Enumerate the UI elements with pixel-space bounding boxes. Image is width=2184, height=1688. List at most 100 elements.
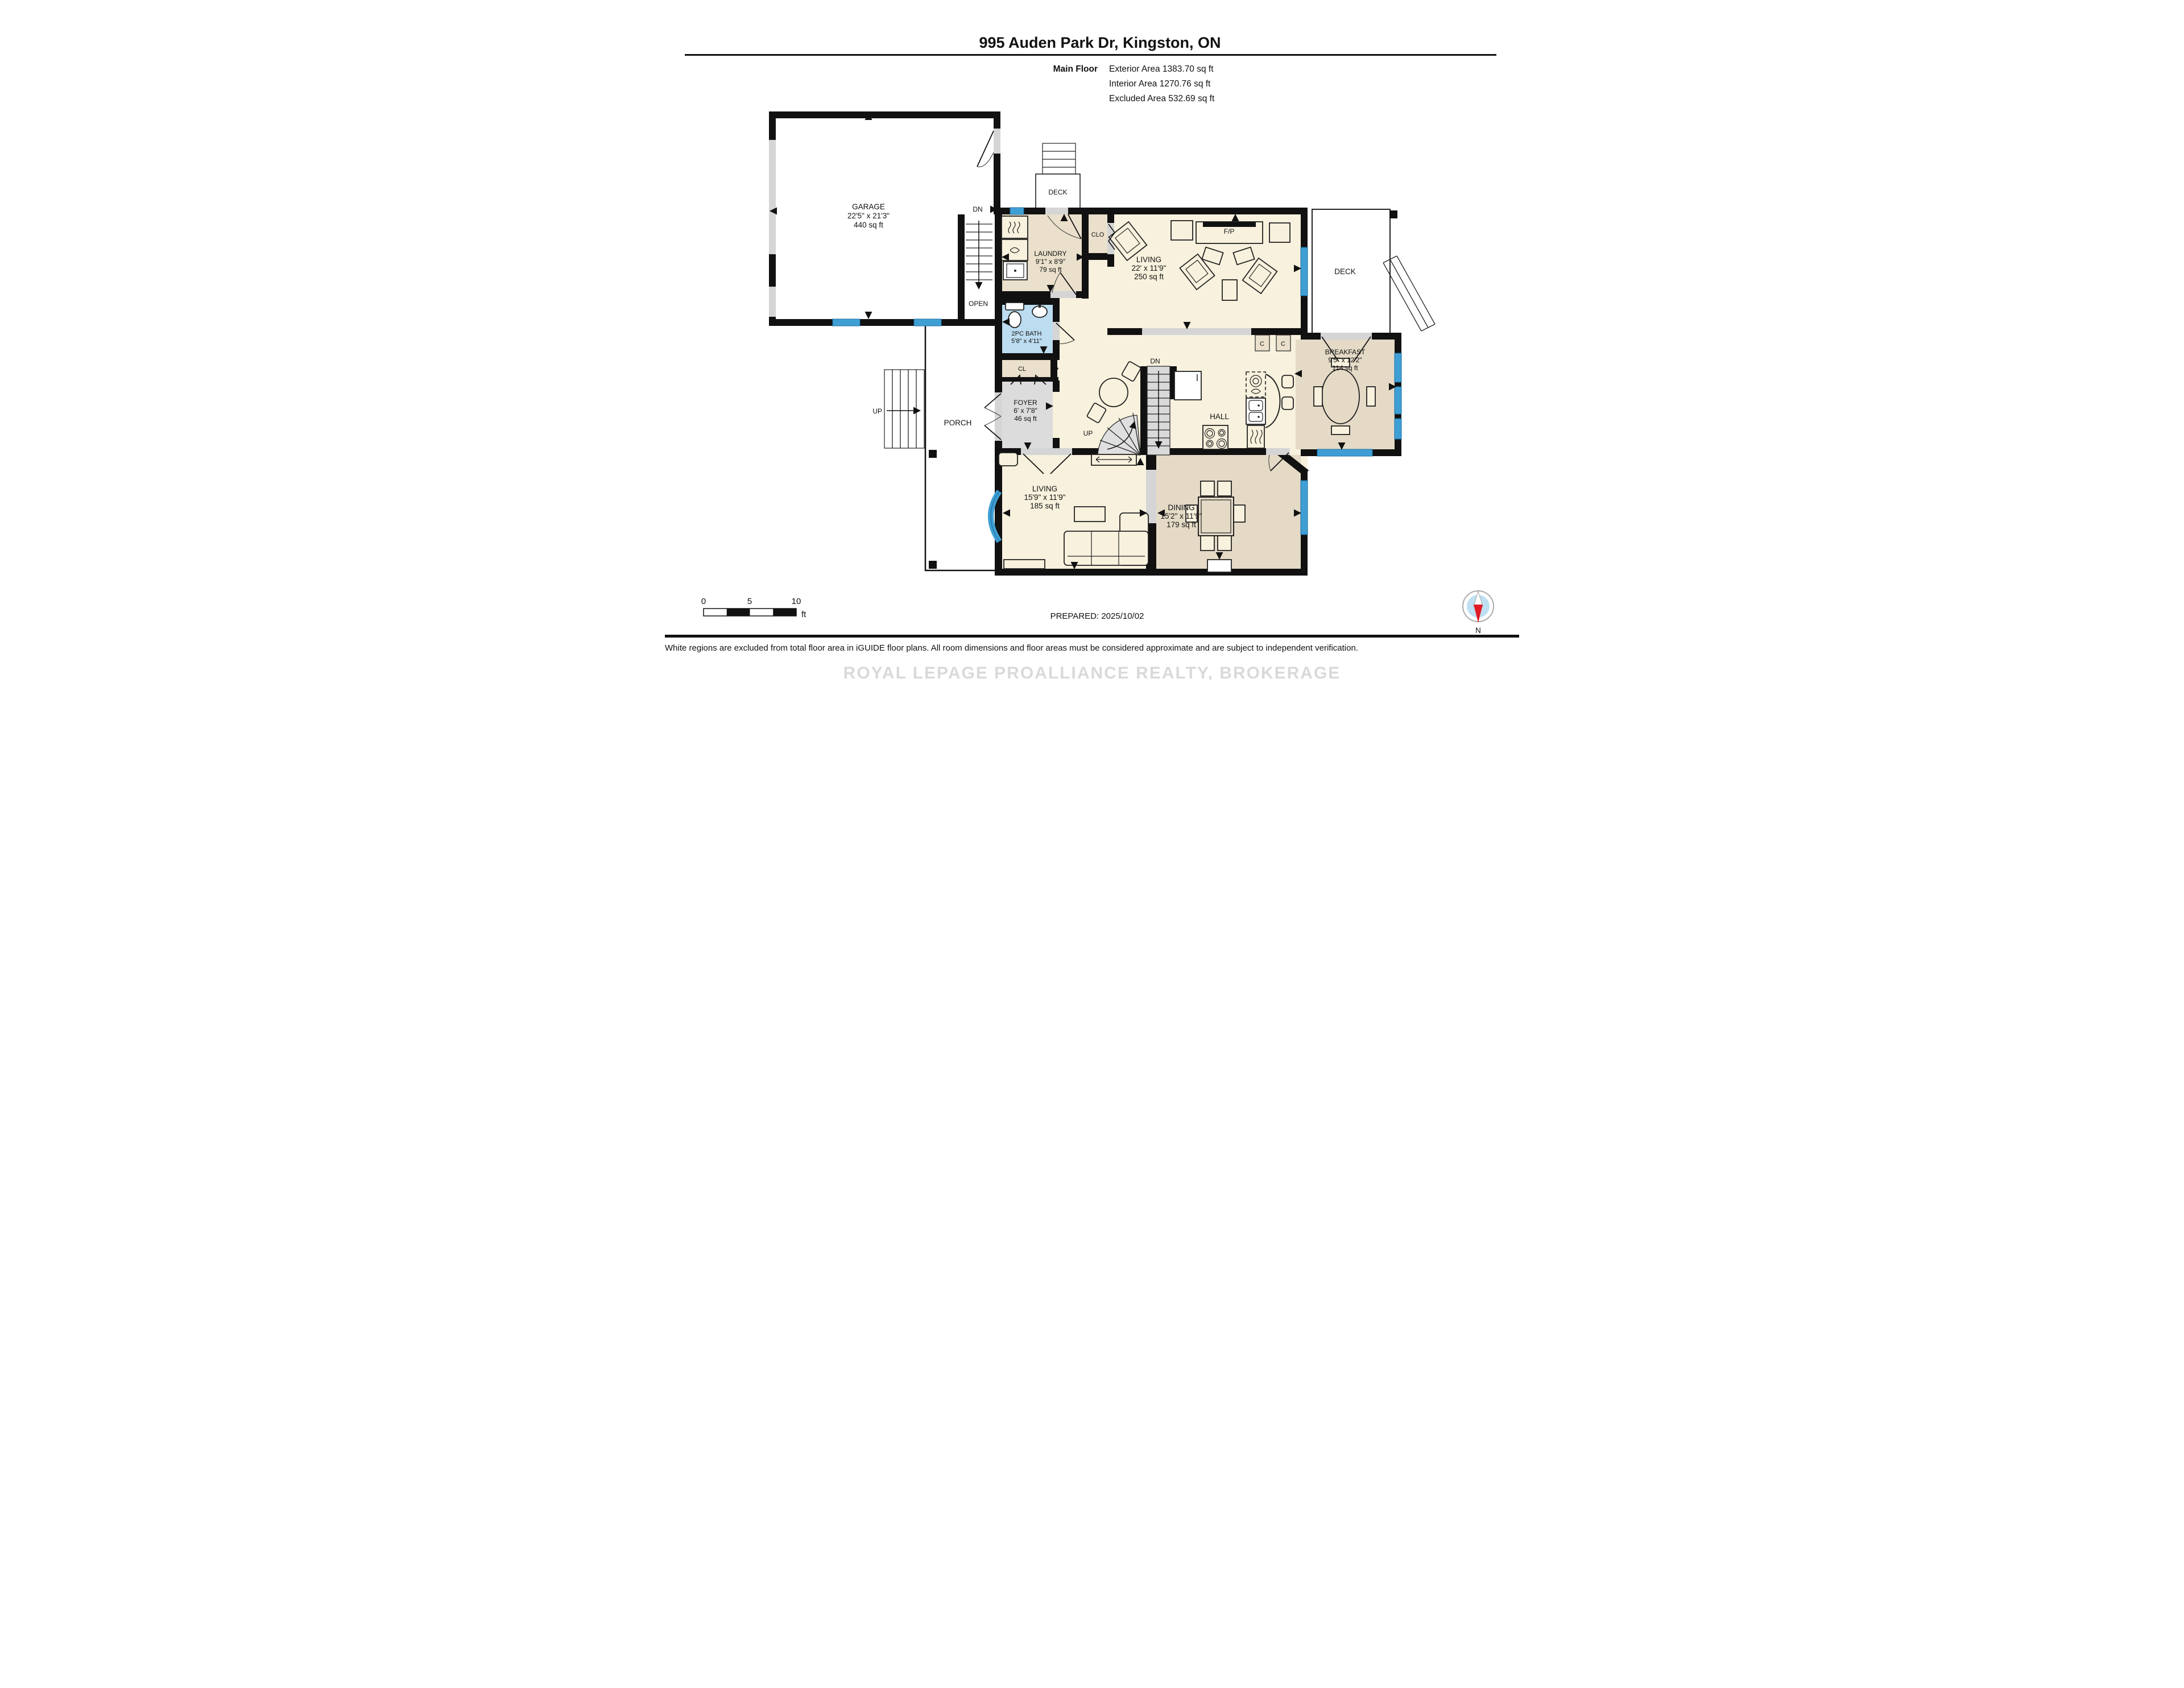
laundry-fixtures [1000,216,1028,280]
window-garage-1 [832,318,860,326]
page-title: 995 Auden Park Dr, Kingston, ON [979,34,1221,51]
dining-name: DINING [1168,503,1194,512]
breakfast-furniture [1313,358,1376,435]
living-bottom-furniture [998,452,1149,569]
bath-dims: 5'8" x 4'11" [1011,338,1041,345]
living-top-furniture [1107,220,1290,301]
floor-label: Main Floor [1053,64,1097,74]
hall-kitchen [1086,361,1294,450]
garage-door-left-1 [768,140,776,254]
header-divider [684,54,1496,56]
scale-unit: ft [801,610,806,619]
foyer-name: FOYER [1014,399,1037,407]
scale-bar: 0 5 10 ft [701,597,806,619]
stool-icon [1281,396,1294,410]
compass-north-label: N [1475,626,1481,635]
window-laundry [1010,207,1024,215]
garage-dims: 22'5" x 21'3" [847,212,889,220]
dining-dims: 15'2" x 11'9" [1160,512,1202,520]
porch: PORCH UP [872,326,996,572]
dining-furniture [1185,481,1246,573]
brokerage-watermark: ROYAL LEPAGE PROALLIANCE REALTY, BROKERA… [843,664,1341,680]
deck-post [1389,210,1397,218]
living-top-dims: 22' x 11'9" [1131,264,1166,272]
porch-post [928,561,937,569]
scale-0: 0 [701,597,705,606]
floor-plan-page: 995 Auden Park Dr, Kingston, ON Main Flo… [652,0,1532,680]
coffee-table [1221,279,1238,301]
porch-post [928,450,937,458]
side-table [1170,220,1193,241]
laundry-dims: 9'1" x 8'9" [1035,258,1065,266]
closet-cl-label: CL [1017,366,1025,373]
garage-name: GARAGE [852,202,885,211]
dining-cabinet [1206,559,1232,573]
foyer-area: 46 sq ft [1014,415,1037,423]
dining-area: 179 sq ft [1167,520,1196,529]
dishwasher-icon [1246,425,1265,449]
sofa [1063,531,1149,566]
dining-table-icon [1197,497,1234,536]
living-bottom-name: LIVING [1032,485,1057,493]
header: 995 Auden Park Dr, Kingston, ON Main Flo… [684,34,1496,104]
porch-label: PORCH [944,419,971,427]
foyer-floor [1000,380,1053,448]
armchair-icon [1241,257,1278,295]
hall-up-label: UP [1083,429,1093,437]
laundry-door [1050,291,1076,298]
compass-icon: N [1462,590,1494,635]
hall-label: HALL [1210,412,1229,421]
porch-up-label: UP [872,407,882,415]
open-label: OPEN [968,300,987,308]
garage-dn-stairs: DN OPEN [965,205,998,308]
window-breakfast-1 [1394,353,1401,383]
deck-top: DECK [1035,143,1081,210]
window-breakfast-3 [1394,418,1401,440]
deck-laundry-door [1045,208,1068,214]
garage-man-door [993,129,1000,154]
scale-5: 5 [747,597,751,606]
hall-up-stairs: UP [1083,412,1141,456]
excluded-area-label: Excluded Area 532.69 sq ft [1109,94,1215,104]
bath-name: 2PC BATH [1011,330,1041,337]
windows [832,207,1401,543]
window-breakfast-bottom [1317,449,1372,457]
breakfast-double-door [1320,333,1372,340]
footer-divider [664,635,1519,638]
living-top-name: LIVING [1136,255,1161,264]
window-living-top [1300,247,1308,296]
breakfast-dims: 9'5" x 12'2" [1328,356,1362,364]
fridge-icon [1173,371,1202,400]
fireplace-label: F/P [1223,227,1234,235]
rug [1003,559,1045,569]
window-breakfast-2 [1394,386,1401,415]
round-table-icon [1098,378,1128,407]
hall-dn-stairs: DN [1146,357,1170,456]
foyer-living-door [1020,448,1072,455]
disclaimer-text: White regions are excluded from total fl… [665,643,1358,653]
dining-door [1265,448,1290,455]
hall-dn-label: DN [1150,357,1160,365]
garage-door-left-2 [768,287,776,317]
coffee-table [1073,506,1106,522]
living-dining-opening [1145,470,1156,523]
deck-right-stairs-icon [1382,255,1436,332]
living-top-area: 250 sq ft [1134,272,1164,281]
living-bottom-dims: 15'9" x 11'9" [1024,493,1065,502]
closet-clo-floor [1088,214,1107,253]
armchair-icon [1107,221,1148,262]
breakfast-name: BREAKFAST [1325,348,1365,356]
breakfast-table-icon [1321,369,1360,424]
floor-plan-canvas: 995 Auden Park Dr, Kingston, ON Main Flo… [664,34,1519,680]
exterior-area-label: Exterior Area 1383.70 sq ft [1109,64,1214,74]
closet-c1-label: C [1260,341,1264,347]
closets: C C [1254,334,1291,351]
garage-dn-label: DN [973,205,982,213]
closet-c2-label: C [1281,341,1285,347]
living-hall-opening [1141,328,1251,335]
bath-door [1052,322,1060,340]
closet-cl-floor [1000,360,1050,377]
laundry-area: 79 sq ft [1039,266,1062,274]
breakfast-area: 114 sq ft [1332,364,1358,372]
window-garage-2 [913,318,941,326]
